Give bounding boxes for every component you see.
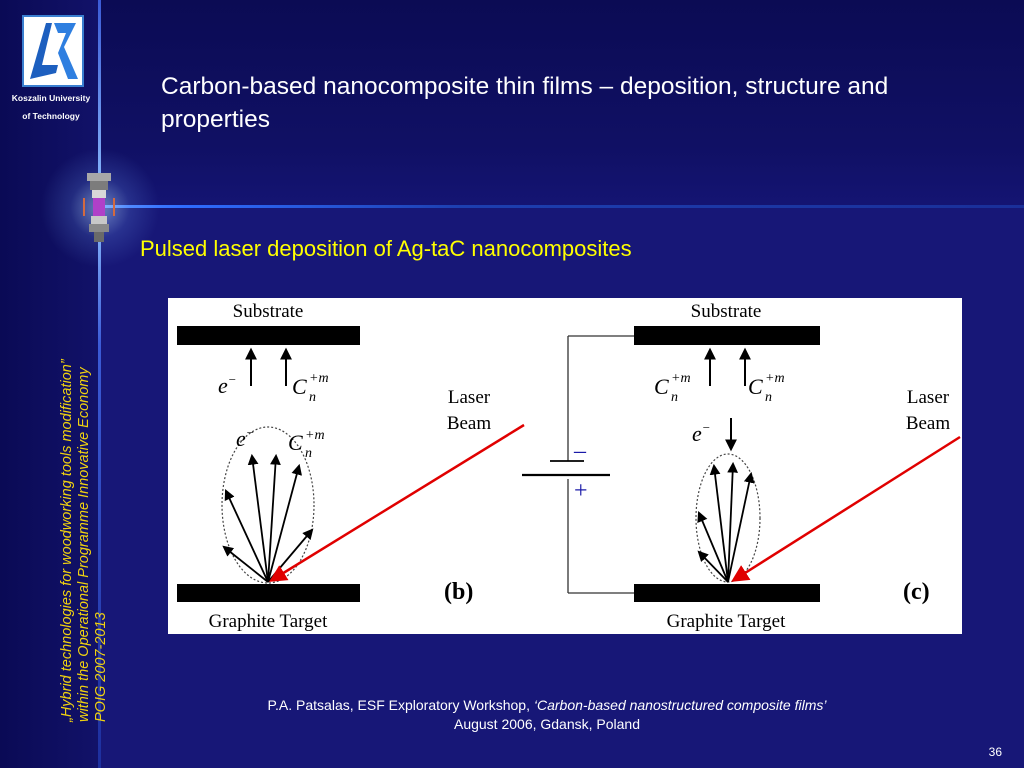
header-band [0,0,1024,207]
slide-subtitle: Pulsed laser deposition of Ag-taC nanoco… [140,236,632,261]
laser-label-c-2: Beam [906,413,951,434]
slide-title: Carbon-based nanocomposite thin films – … [161,73,889,133]
target-bar-b [177,584,360,602]
panel-b-label: (b) [444,579,473,605]
bias-minus: – [573,438,587,464]
header-divider [0,205,1024,208]
bias-circuit [567,335,634,594]
citation-work: ‘Carbon-based nanostructured composite f… [533,697,827,713]
laser-label-c: Laser [907,387,950,408]
plume-arrows-c [697,461,755,583]
target-label-c: Graphite Target [667,611,787,632]
plug-icon [83,173,115,242]
laser-label-b-2: Beam [447,413,492,434]
substrate-bar-c [634,326,820,345]
sidebar-divider [98,0,101,768]
laser-beam-c [731,435,961,582]
citation-authors: P.A. Patsalas, ESF Exploratory Workshop, [267,697,534,713]
electron-label-b: e− [218,372,237,398]
electron-label-c: e− [692,420,711,446]
panel-c-label: (c) [903,579,930,605]
laser-beam-b [269,423,525,582]
slide-number: 36 [988,745,1002,759]
citation: P.A. Patsalas, ESF Exploratory Workshop,… [140,696,954,734]
university-name: Koszalin University of Technology [11,93,91,121]
citation-date: August 2006, Gdansk, Poland [453,716,641,732]
substrate-bar-b [177,326,360,345]
substrate-label-b: Substrate [233,301,304,322]
plume-b [221,426,315,584]
left-sidebar [0,0,100,768]
target-bar-c [634,584,820,602]
laser-label-b: Laser [448,387,491,408]
electron-label-b-plume: e− [236,425,255,451]
substrate-label-c: Substrate [691,301,762,322]
bias-plus: + [574,478,588,504]
project-sidebar-text: „Hybrid technologies for woodworking too… [59,359,109,722]
university-logo [22,15,84,87]
target-label-b: Graphite Target [209,611,329,632]
